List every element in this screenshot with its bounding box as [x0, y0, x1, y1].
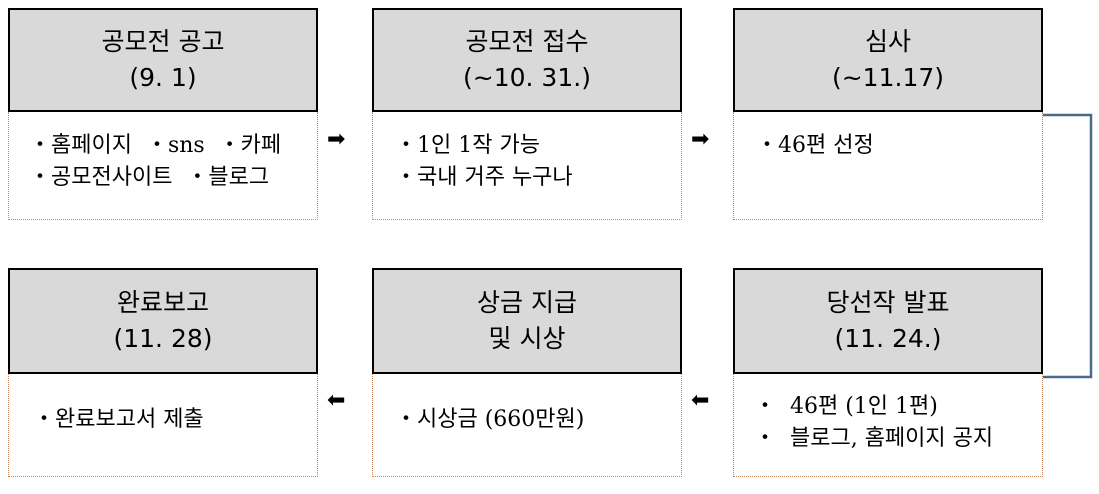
step-4-line-2: ・ 블로그, 홈페이지 공지 — [754, 426, 994, 451]
step-4-date: (11. 24.) — [834, 324, 942, 353]
step-1-line-2: ・공모전사이트 ・블로그 — [29, 165, 270, 190]
step-2-line-1: ・1인 1작 가능 — [395, 133, 540, 158]
step-3-body: ・46편 선정 — [733, 112, 1043, 220]
step-3-date: (~11.17) — [831, 63, 945, 92]
step-5-date: 및 시상 — [488, 324, 566, 353]
step-2-line-2: ・국내 거주 누구나 — [395, 165, 573, 190]
step-2-date: (~10. 31.) — [463, 63, 591, 92]
step-1-line-1: ・홈페이지 ・sns ・카페 — [29, 133, 282, 158]
step-4-title: 당선작 발표 — [826, 288, 950, 317]
right-arrow-icon: ➡ — [327, 127, 346, 152]
step-2-body: ・1인 1작 가능 ・국내 거주 누구나 — [372, 112, 682, 220]
step-3-line-1: ・46편 선정 — [756, 133, 874, 158]
step-4-header: 당선작 발표 (11. 24.) — [733, 268, 1043, 374]
step-3-title: 심사 — [864, 27, 911, 56]
step-6-title: 완료보고 — [116, 288, 209, 317]
step-6-body: ・완료보고서 제출 — [8, 374, 318, 477]
step-6-line-1: ・완료보고서 제출 — [33, 407, 204, 432]
step-5-title: 상금 지급 — [477, 288, 577, 317]
step-1-title: 공모전 공고 — [101, 27, 225, 56]
step-1-date: (9. 1) — [129, 63, 197, 92]
step-6-header: 완료보고 (11. 28) — [8, 268, 318, 374]
step-2-header: 공모전 접수 (~10. 31.) — [372, 8, 682, 112]
step-1-header: 공모전 공고 (9. 1) — [8, 8, 318, 112]
step-6-date: (11. 28) — [113, 324, 213, 353]
right-arrow-icon: ➡ — [691, 127, 710, 152]
left-arrow-icon: ⬅ — [327, 388, 346, 413]
step-1-body: ・홈페이지 ・sns ・카페 ・공모전사이트 ・블로그 — [8, 112, 318, 220]
left-arrow-icon: ⬅ — [691, 388, 710, 413]
step-2-title: 공모전 접수 — [465, 27, 589, 56]
step-4-body: ・ 46편 (1인 1편) ・ 블로그, 홈페이지 공지 — [733, 374, 1043, 477]
step-3-header: 심사 (~11.17) — [733, 8, 1043, 112]
step-5-body: ・시상금 (660만원) — [372, 374, 682, 477]
step-5-header: 상금 지급 및 시상 — [372, 268, 682, 374]
step-4-line-1: ・ 46편 (1인 1편) — [754, 394, 938, 419]
step-5-line-1: ・시상금 (660만원) — [395, 407, 585, 432]
